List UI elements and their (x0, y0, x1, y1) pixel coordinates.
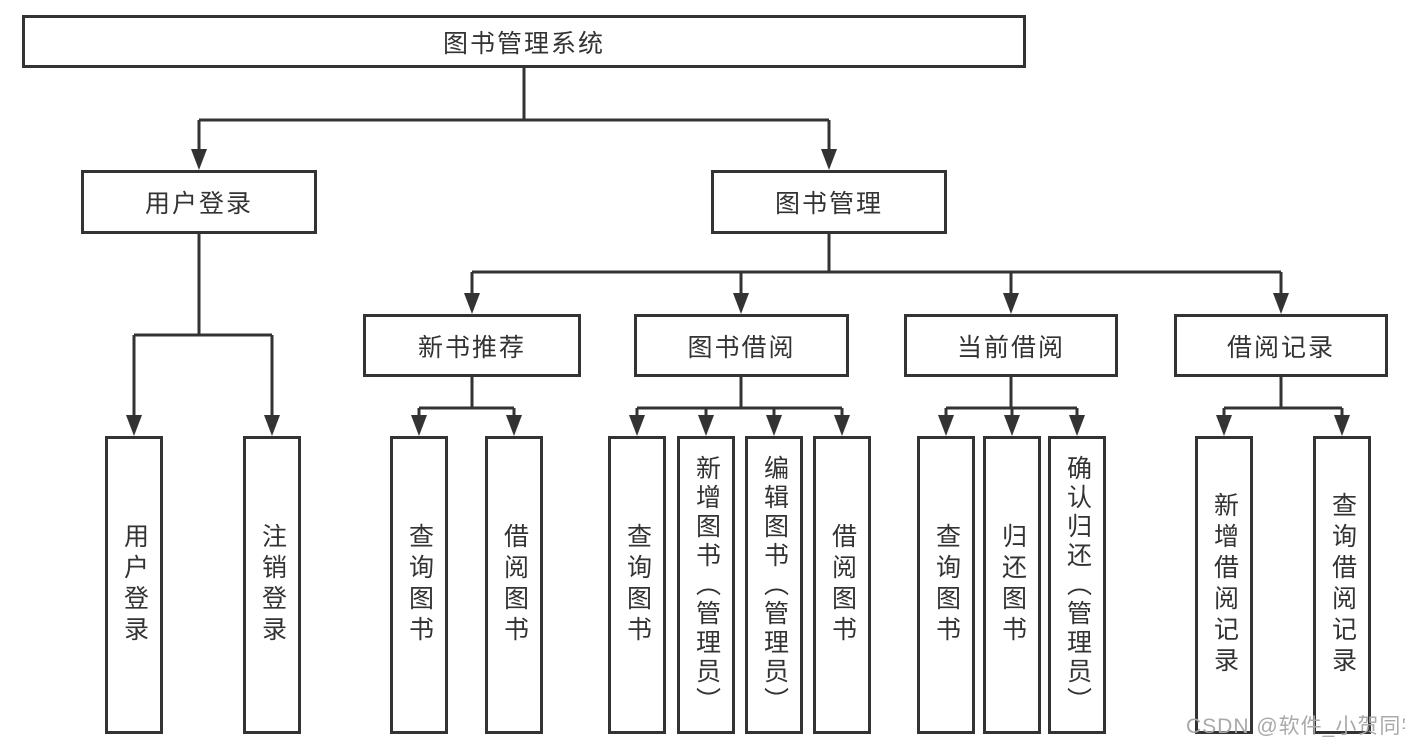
node-label: 图书管理系统 (442, 29, 605, 58)
leaf-user-login: 用户登录 (105, 436, 163, 734)
node-book-management: 图书管理 (711, 170, 947, 234)
node-system-root: 图书管理系统 (22, 15, 1026, 68)
csdn-watermark: CSDN @软件_小贺同学 (1186, 715, 1405, 738)
node-label: 借阅记录 (1226, 333, 1335, 362)
leaf-label: 借阅图书 (500, 523, 529, 647)
leaf-query-books-2: 查询图书 (608, 436, 666, 734)
leaf-add-books-admin: 新增图书（管理员） (677, 436, 735, 734)
leaf-query-books-1: 查询图书 (390, 436, 448, 734)
leaf-query-books-3: 查询图书 (917, 436, 975, 734)
node-book-borrow: 图书借阅 (634, 314, 849, 377)
leaf-label: 查询图书 (623, 523, 652, 647)
leaf-label: 借阅图书 (828, 523, 857, 647)
node-label: 用户登录 (144, 190, 253, 218)
leaf-return-books: 归还图书 (983, 436, 1041, 734)
leaf-label: 查询图书 (932, 523, 961, 647)
leaf-label: 编辑图书（管理员） (760, 454, 789, 716)
node-label: 当前借阅 (956, 333, 1065, 362)
node-current-borrow: 当前借阅 (904, 314, 1118, 377)
node-label: 新书推荐 (417, 333, 526, 362)
leaf-logout: 注销登录 (243, 436, 301, 734)
leaf-label: 归还图书 (998, 523, 1027, 647)
node-label: 图书管理 (774, 190, 883, 218)
leaf-label: 新增借阅记录 (1210, 492, 1239, 678)
leaf-add-borrow-record: 新增借阅记录 (1195, 436, 1253, 734)
leaf-label: 确认归还（管理员） (1063, 454, 1092, 716)
leaf-label: 用户登录 (120, 523, 149, 647)
leaf-confirm-return-admin: 确认归还（管理员） (1048, 436, 1106, 734)
leaf-borrow-books-1: 借阅图书 (485, 436, 543, 734)
node-new-book-recommend: 新书推荐 (363, 314, 581, 377)
leaf-borrow-books-2: 借阅图书 (813, 436, 871, 734)
node-user-login: 用户登录 (81, 170, 317, 234)
leaf-query-borrow-record: 查询借阅记录 (1313, 436, 1371, 734)
node-borrow-records: 借阅记录 (1174, 314, 1388, 377)
leaf-label: 查询图书 (405, 523, 434, 647)
leaf-edit-books-admin: 编辑图书（管理员） (745, 436, 803, 734)
leaf-label: 注销登录 (258, 523, 287, 647)
leaf-label: 查询借阅记录 (1328, 492, 1357, 678)
arrowheads (126, 149, 1350, 436)
node-label: 图书借阅 (687, 333, 796, 362)
leaf-label: 新增图书（管理员） (692, 454, 721, 716)
